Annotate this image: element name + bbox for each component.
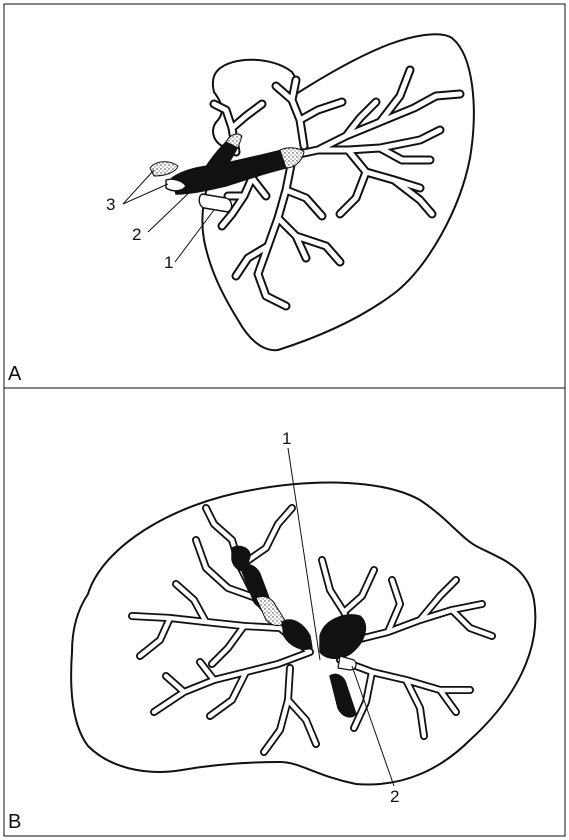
panel-b-callout-1: 1 xyxy=(282,429,291,448)
panel-b-callout-2: 2 xyxy=(390,787,399,806)
panel-a-callout-2: 2 xyxy=(132,225,141,244)
panel-b: 1 2 B xyxy=(4,388,565,836)
panel-a: 3 2 1 A xyxy=(4,4,565,388)
panel-a-callout-1: 1 xyxy=(164,253,173,272)
panel-a-callout-3: 3 xyxy=(106,195,115,214)
panel-b-letter: B xyxy=(8,811,21,833)
panel-a-leader-3b xyxy=(123,184,168,204)
panel-a-leader-3a xyxy=(123,170,154,204)
panel-a-stub-upper xyxy=(150,162,178,176)
panel-a-leader-2 xyxy=(148,188,194,232)
panel-a-letter: A xyxy=(8,363,22,385)
